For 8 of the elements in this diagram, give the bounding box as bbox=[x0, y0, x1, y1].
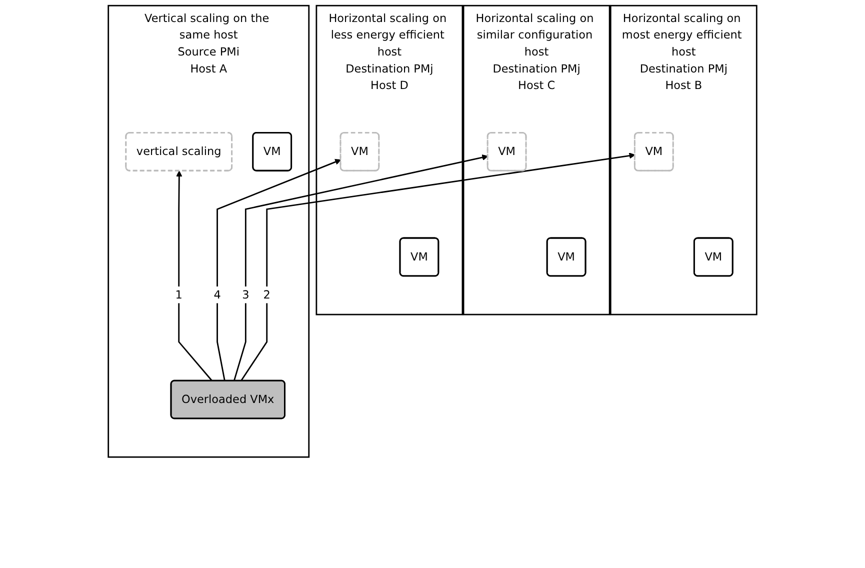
arrow bbox=[176, 170, 213, 382]
arrow bbox=[240, 152, 636, 382]
edge-label: 1 bbox=[175, 288, 182, 302]
arrow bbox=[233, 154, 488, 382]
edge-label: 3 bbox=[242, 288, 250, 302]
edge-label: 4 bbox=[214, 288, 221, 302]
edge-label: 2 bbox=[263, 288, 270, 302]
arrow bbox=[216, 158, 342, 382]
